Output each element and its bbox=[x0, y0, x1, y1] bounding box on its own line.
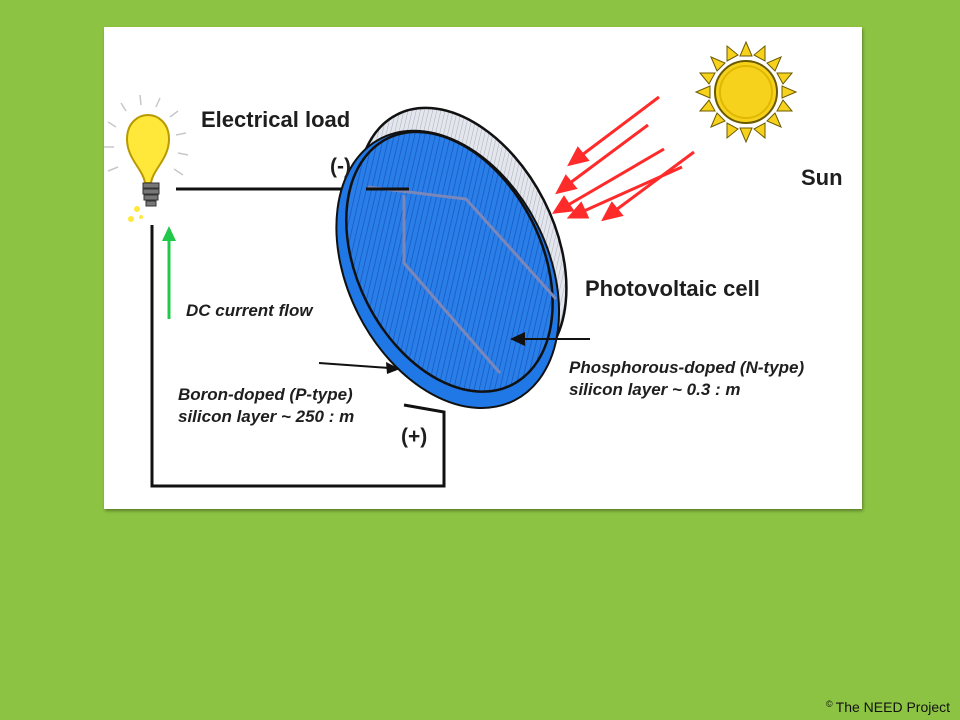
n-type-label-line1: Phosphorous-doped (N-type) bbox=[569, 358, 805, 377]
n-type-label-line2: silicon layer ~ 0.3 : m bbox=[569, 380, 741, 399]
sun-icon bbox=[694, 40, 798, 144]
pv-cell-diagram bbox=[104, 40, 798, 488]
copyright-notice: ©The NEED Project bbox=[826, 699, 950, 715]
photovoltaic-cell-label: Photovoltaic cell bbox=[585, 276, 760, 301]
dc-current-arrow bbox=[162, 226, 176, 319]
positive-terminal-label: (+) bbox=[401, 425, 428, 448]
n-type-layer-label: Phosphorous-doped (N-type) silicon layer… bbox=[569, 357, 804, 401]
negative-terminal-label: (-) bbox=[330, 155, 351, 178]
n-type-pointer bbox=[510, 332, 590, 346]
dc-current-flow-label: DC current flow bbox=[186, 301, 313, 320]
sun-label: Sun bbox=[801, 165, 843, 190]
copyright-text: The NEED Project bbox=[835, 699, 951, 715]
cell-contact-lines bbox=[367, 185, 558, 374]
electrical-load-label: Electrical load bbox=[201, 107, 351, 132]
p-type-layer-label: Boron-doped (P-type) silicon layer ~ 250… bbox=[178, 384, 354, 428]
p-type-label-line1: Boron-doped (P-type) bbox=[178, 385, 353, 404]
light-rays bbox=[552, 95, 695, 222]
photovoltaic-cell bbox=[335, 106, 568, 410]
light-bulb-icon bbox=[104, 94, 189, 222]
p-type-label-line2: silicon layer ~ 250 : m bbox=[178, 407, 355, 426]
p-type-pointer bbox=[318, 362, 400, 374]
copyright-symbol: © bbox=[826, 699, 833, 709]
diagram-panel: Electrical load (-) Sun Photovoltaic cel… bbox=[104, 27, 862, 509]
